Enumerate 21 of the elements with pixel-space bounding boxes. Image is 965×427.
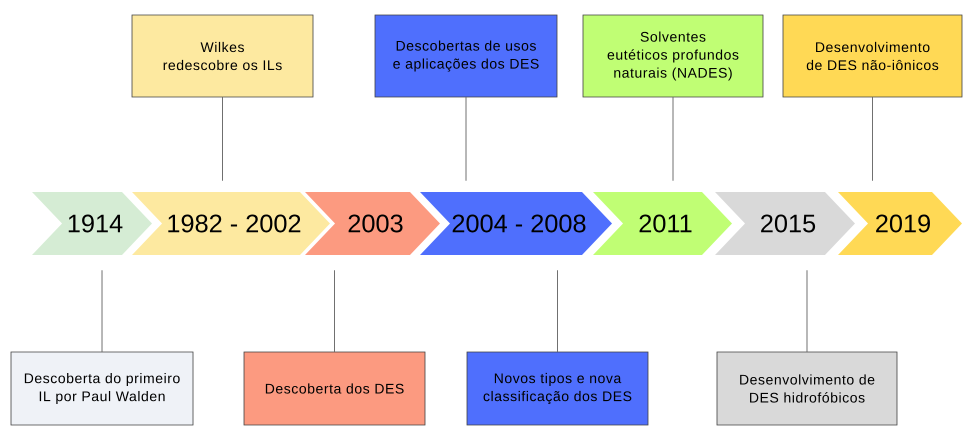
timeline-segment: 2003 xyxy=(305,192,440,255)
leader-line xyxy=(872,97,873,182)
event-box: Solventes eutéticos profundos naturais (NADES) xyxy=(582,14,764,98)
leader-line xyxy=(672,97,674,182)
timeline-segment: 2011 xyxy=(593,192,732,255)
leader-line xyxy=(806,270,808,352)
event-box: Descoberta do primeiro IL por Paul Walden xyxy=(10,352,194,426)
leader-line xyxy=(557,270,558,352)
event-box: Descobertas de usos e aplicações dos DES xyxy=(374,14,558,98)
timeline-segment: 2004 - 2008 xyxy=(420,192,612,255)
timeline-segment: 2019 xyxy=(838,192,962,255)
timeline-segment: 1914 xyxy=(32,192,152,255)
event-box: Wilkes redescobre os ILs xyxy=(132,14,314,98)
event-box: Desenvolvimento de DES hidrofóbicos xyxy=(716,352,898,426)
timeline-segment: 1982 - 2002 xyxy=(132,192,330,255)
leader-line xyxy=(222,97,223,182)
timeline-segment: 2015 xyxy=(715,192,855,255)
leader-line xyxy=(334,270,335,352)
event-box: Descoberta dos DES xyxy=(244,352,426,426)
event-box: Desenvolvimento de DES não-iônicos xyxy=(782,14,962,98)
event-box: Novos tipos e nova classificação dos DES xyxy=(466,352,648,426)
